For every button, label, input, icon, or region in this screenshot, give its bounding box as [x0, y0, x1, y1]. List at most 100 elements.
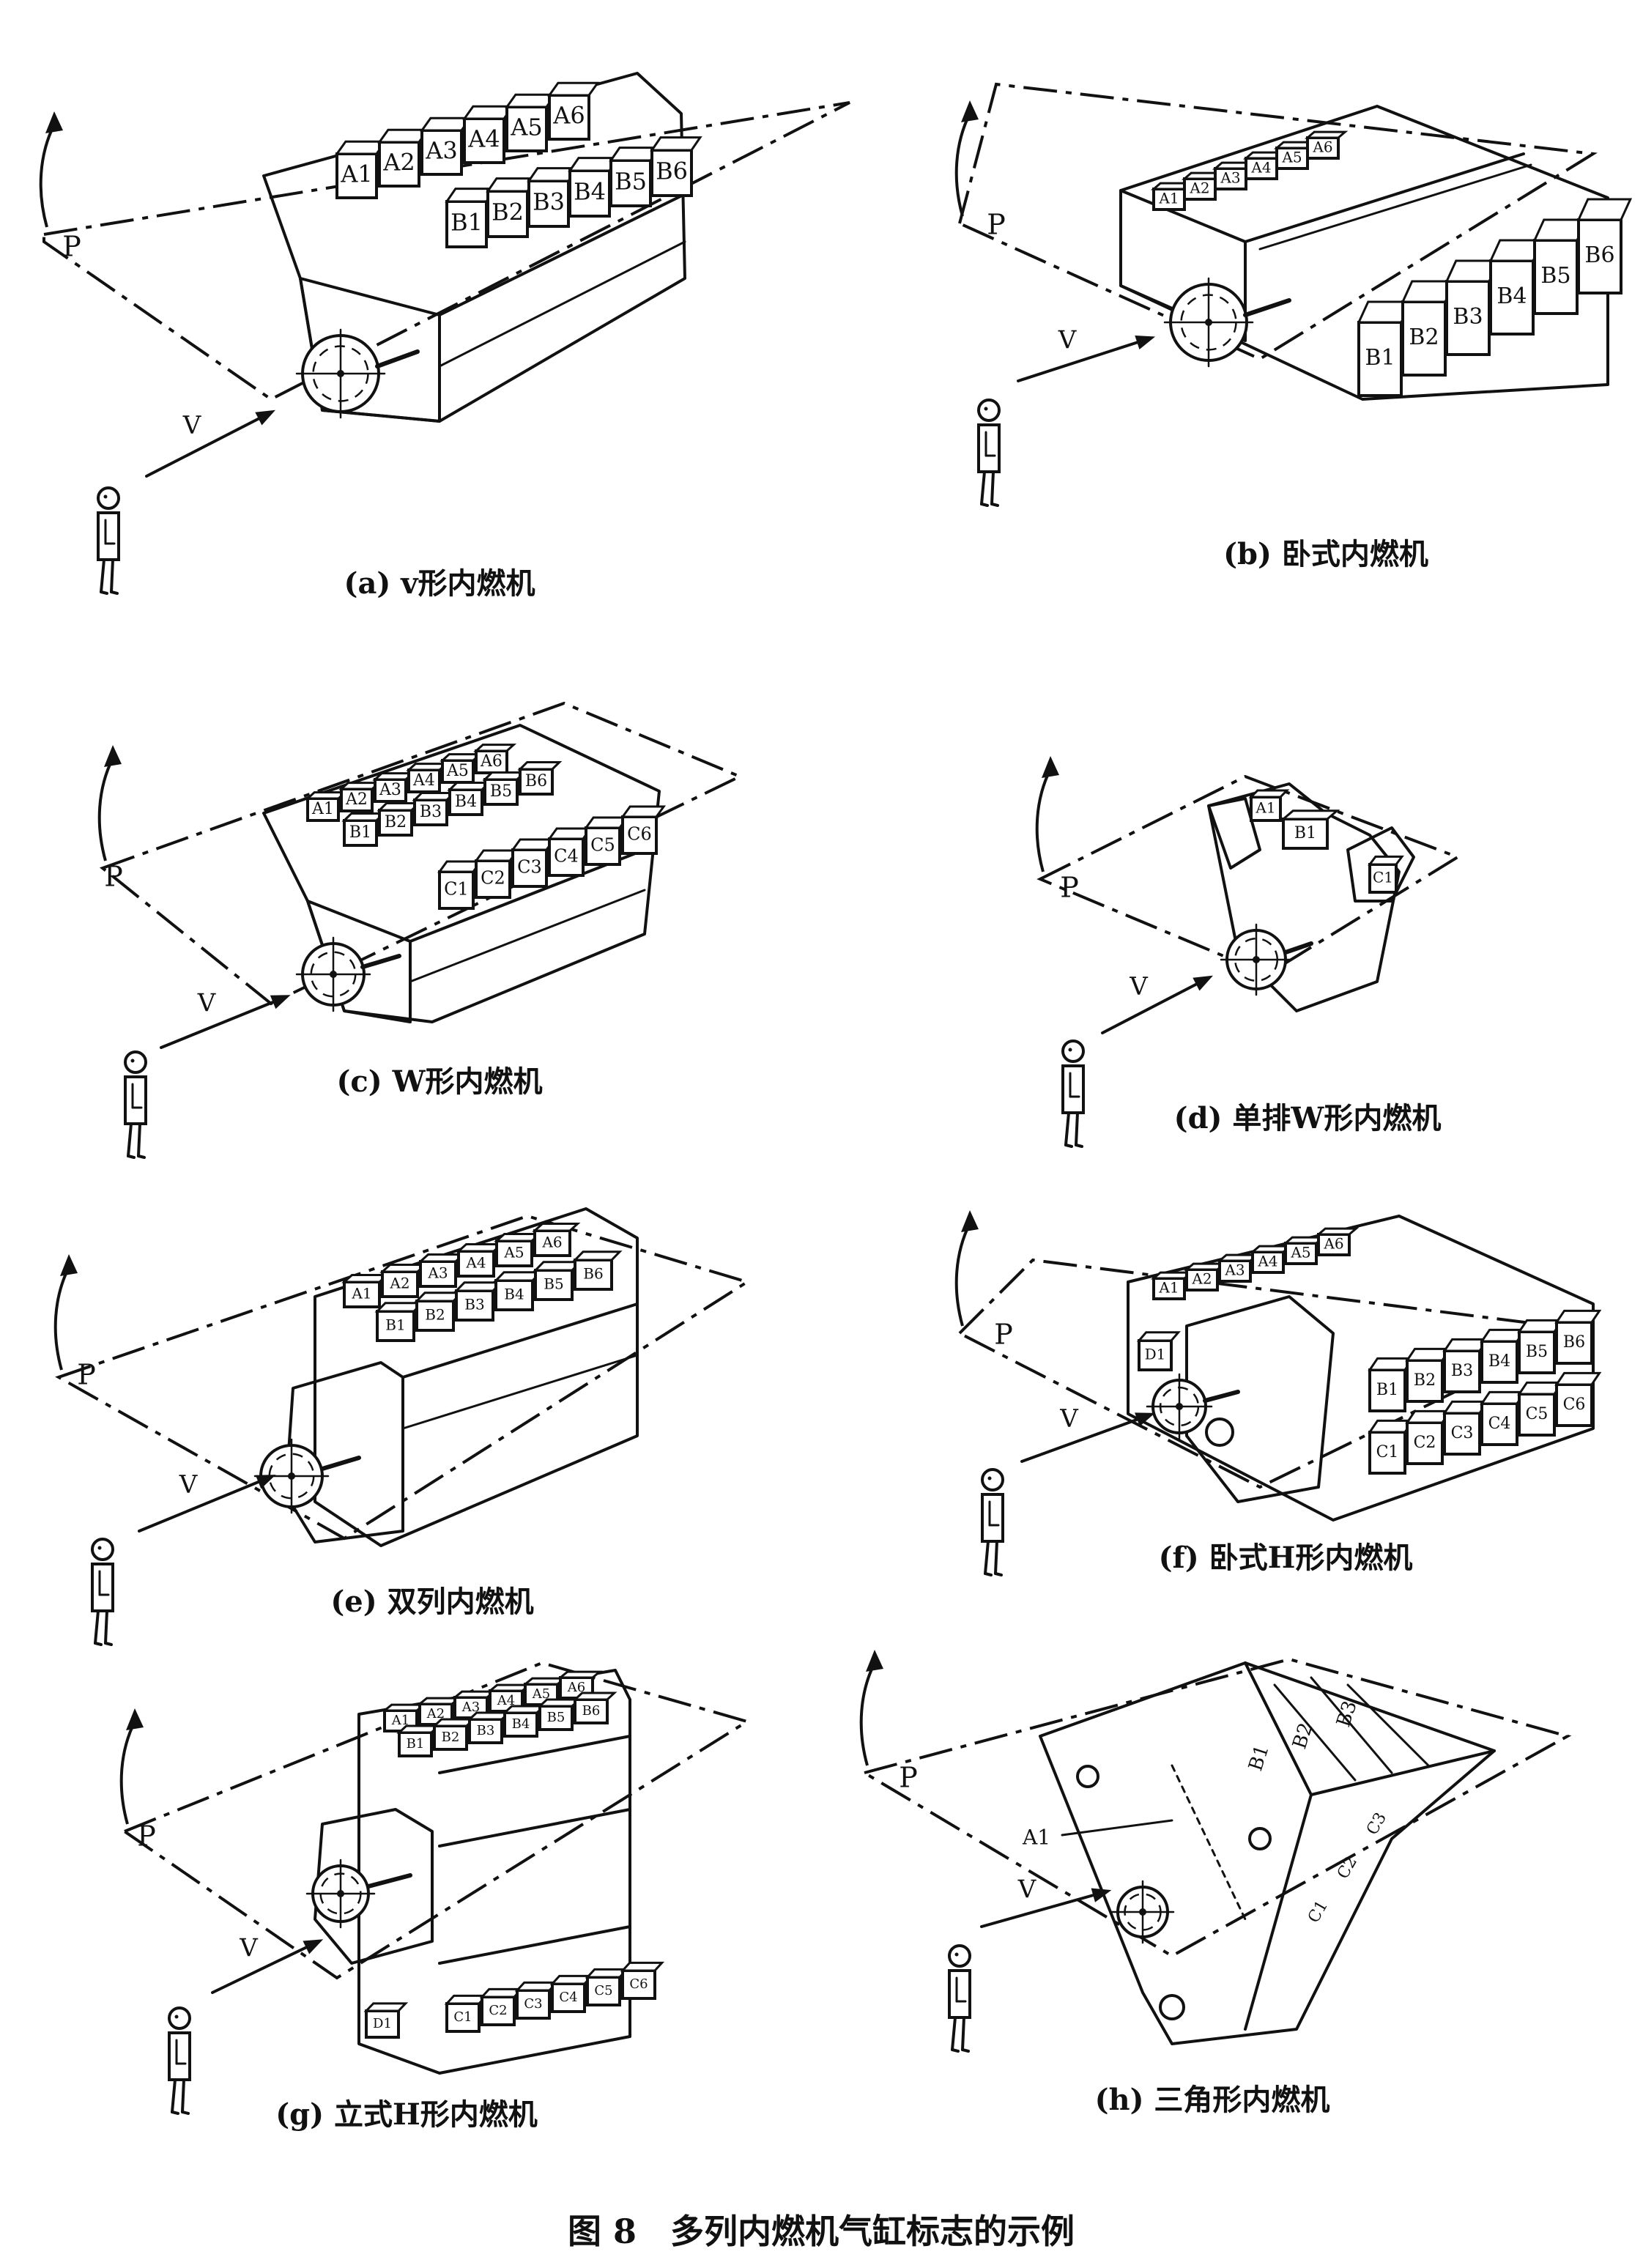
cylinder-label: B5: [547, 1710, 565, 1725]
cyl-a6: A6: [547, 81, 600, 141]
cylinder-label: C2: [481, 868, 505, 889]
engine-front-housing: [314, 1808, 434, 1965]
block-edge: [438, 1735, 631, 1774]
view-direction-arrow: [1101, 980, 1203, 1034]
cyl-a2: A2: [379, 1263, 429, 1298]
cylinder-label: B3: [533, 188, 565, 216]
rotation-arrow: [119, 1721, 136, 1825]
block-edge: [438, 1925, 631, 1965]
cylinder-label: A5: [532, 1686, 550, 1702]
cyl-b4: B4: [1488, 239, 1545, 336]
view-v-label: V: [182, 411, 202, 440]
cylinder-label: B6: [1584, 242, 1614, 268]
block-edge: [409, 889, 646, 983]
cyl-c3: C3: [511, 838, 557, 888]
cyl-a1: A1: [1248, 789, 1290, 822]
cylinder-bank-a: [1207, 797, 1261, 870]
cylinder-label: C6: [1563, 1396, 1586, 1414]
rotation-arrow: [97, 757, 114, 861]
cylinder-label: B6: [582, 1703, 601, 1719]
rotation-arrowhead-icon: [45, 111, 63, 133]
cyl-a5: A5: [494, 1232, 543, 1267]
crankshaft: [320, 1456, 361, 1471]
engine-front-housing: [1185, 1295, 1335, 1503]
flywheel-icon: [1220, 923, 1293, 996]
rotation-arrowhead-icon: [961, 1210, 979, 1232]
plane-p-label: P: [77, 1359, 96, 1391]
rotation-arrowhead-icon: [866, 1650, 883, 1672]
view-arrowhead-icon: [1193, 975, 1213, 991]
cyl-b6: B6: [1554, 1309, 1602, 1365]
rotation-arrow: [39, 124, 56, 228]
cyl-a5: A5: [1282, 1236, 1327, 1265]
cylinder-label: B2: [1414, 1371, 1436, 1390]
panel-c-w-engine: PA1A2A3A4A5A6B1B2B3B4B5B6C1C2C3C4C5C6V(c…: [97, 701, 743, 1159]
port-icon: [1076, 1765, 1099, 1788]
reference-plane-p: [99, 701, 743, 1006]
cylinder-label: A5: [1290, 1244, 1310, 1261]
cylinder-label: B6: [583, 1265, 603, 1283]
figure-title: 图 8 多列内燃机气缸标志的示例: [568, 2212, 1075, 2251]
cyl-b6: B6: [572, 1691, 617, 1724]
cylinder-label: A2: [382, 149, 415, 177]
cylinder-label: B4: [574, 178, 606, 206]
cylinder-label: A1: [1158, 1279, 1179, 1297]
cyl-a2: A2: [338, 782, 382, 812]
cylinder-label: B2: [1409, 325, 1439, 350]
cylinder-label: C4: [559, 1990, 577, 2005]
crankshaft: [1203, 1390, 1240, 1403]
cyl-a2: A2: [1183, 1262, 1228, 1292]
view-arrowhead-icon: [1091, 1888, 1112, 1902]
cylinder-label: A4: [465, 1254, 486, 1272]
cyl-c5: C5: [584, 816, 630, 866]
cylinder-label: A5: [503, 1244, 524, 1261]
view-v-label: V: [197, 989, 217, 1018]
cylinder-label: C1: [453, 2009, 472, 2025]
cyl-b5: B5: [609, 147, 661, 207]
observer-figure-icon: [91, 1538, 114, 1646]
view-v-label: V: [1059, 1404, 1079, 1434]
cylinder-label: A2: [345, 790, 368, 809]
rotation-arrow: [859, 1662, 876, 1766]
cyl-a5: A5: [522, 1677, 568, 1706]
cyl-c6: C6: [620, 805, 667, 855]
engine-block: [314, 1207, 639, 1547]
plane-p-label: P: [1060, 872, 1079, 904]
cylinder-label: C4: [1488, 1415, 1511, 1433]
rotation-arrowhead-icon: [60, 1254, 78, 1276]
rotation-arrowhead-icon: [961, 100, 979, 122]
plane-p-label: P: [987, 209, 1006, 241]
port-icon: [1159, 1994, 1185, 2020]
flywheel-icon: [295, 328, 386, 419]
cyl-a1: A1: [1150, 182, 1195, 211]
cylinder-label: B3: [464, 1296, 484, 1313]
cylinder-label: A6: [552, 102, 585, 130]
engine-block: [1127, 1215, 1595, 1522]
cyl-a3: A3: [418, 1253, 467, 1288]
panel-caption: (b) 卧式内燃机: [1223, 537, 1428, 571]
observer-figure-icon: [948, 1944, 971, 2053]
cylinder-label: A1: [391, 1713, 409, 1728]
cyl-a3: A3: [1216, 1253, 1261, 1283]
view-direction-arrow: [145, 415, 265, 478]
view-direction-arrow: [160, 998, 280, 1049]
cylinder-label: C4: [554, 846, 579, 867]
cyl-c4: C4: [549, 1974, 595, 2013]
cylinder-label: A5: [446, 762, 469, 780]
crankshaft: [360, 954, 401, 969]
cylinder-label: C3: [1363, 1809, 1390, 1838]
view-direction-arrow: [1020, 1416, 1144, 1463]
cyl-a6: A6: [1304, 130, 1349, 160]
view-v-label: V: [1129, 972, 1149, 1001]
plane-p-label: P: [104, 861, 123, 893]
engine-block: [1039, 1661, 1496, 2045]
cylinder-label: B2: [1288, 1720, 1318, 1752]
cyl-a4: A4: [462, 105, 515, 164]
cyl-a5: A5: [505, 93, 557, 152]
cyl-b5: B5: [533, 1261, 583, 1301]
cylinder-label: B5: [615, 168, 647, 196]
cylinder-label: B2: [442, 1730, 460, 1745]
cyl-b4: B4: [447, 781, 492, 816]
cyl-b6: B6: [1576, 198, 1633, 294]
